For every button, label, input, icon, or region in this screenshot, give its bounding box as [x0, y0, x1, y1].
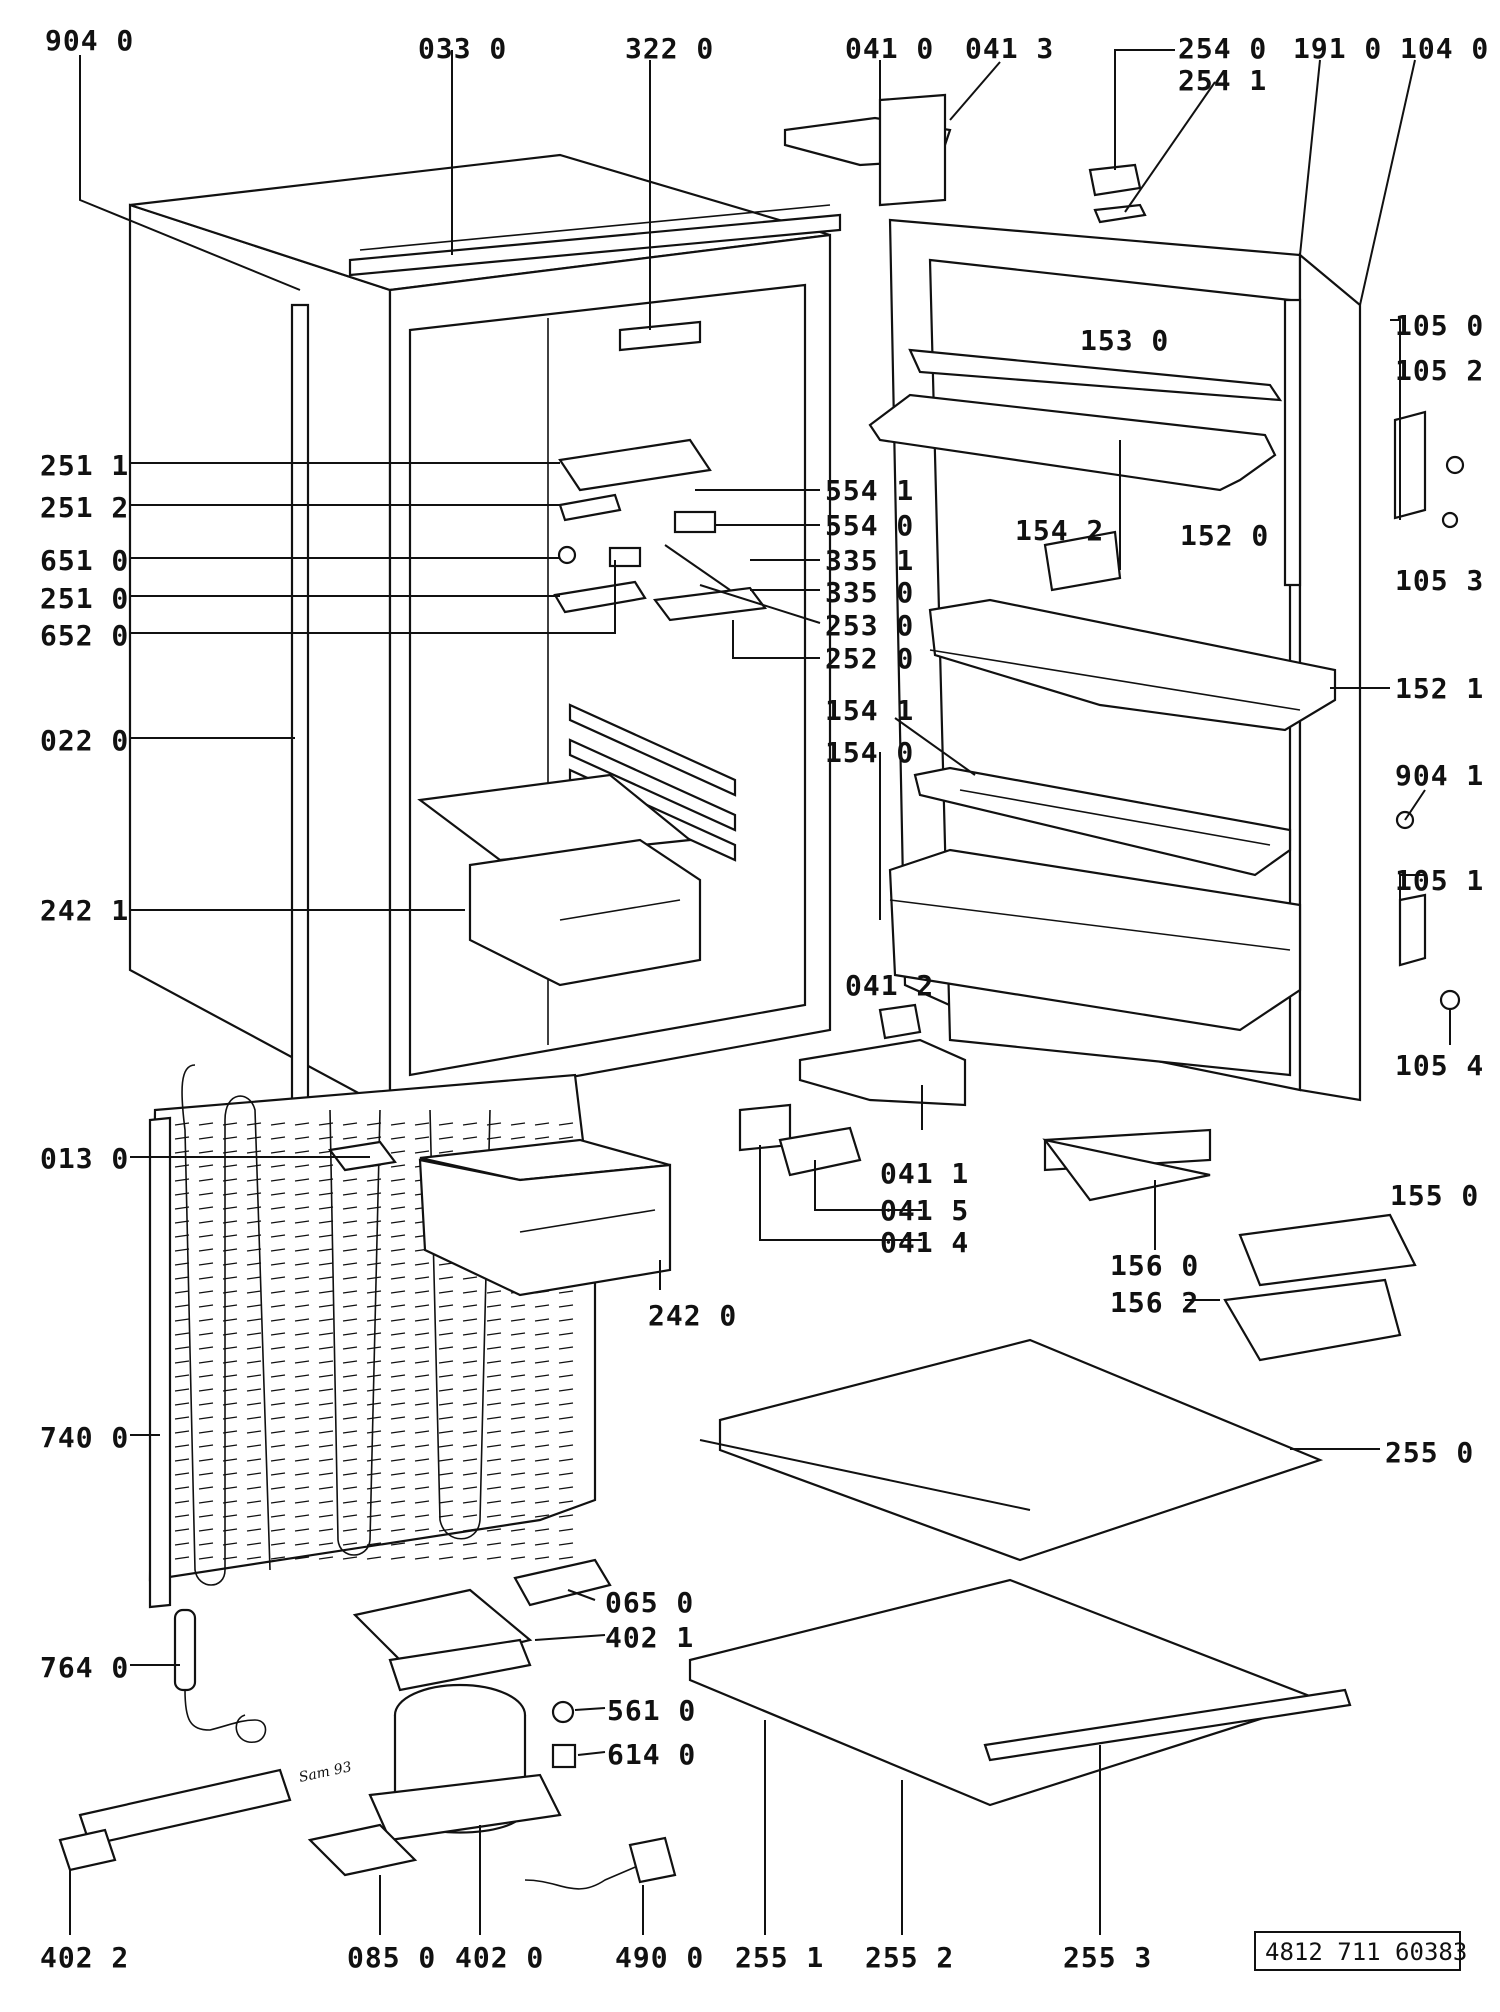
part-label: 255 3	[1063, 1941, 1152, 1974]
part-label: 105 0	[1395, 309, 1484, 342]
part-label: 152 0	[1180, 519, 1269, 552]
part-label: 104 0	[1400, 32, 1489, 65]
part-label: 152 1	[1395, 672, 1484, 705]
part-label: 085 0	[347, 1941, 436, 1974]
part-label: 554 0	[825, 509, 914, 542]
part-label: 041 0	[845, 32, 934, 65]
part-label: 251 2	[40, 491, 129, 524]
part-label: 154 0	[825, 736, 914, 769]
part-label: 402 0	[455, 1941, 544, 1974]
part-label: 105 4	[1395, 1049, 1484, 1082]
part-label: 191 0	[1293, 32, 1382, 65]
part-label: 156 2	[1110, 1286, 1199, 1319]
part-label: 041 2	[845, 969, 934, 1002]
part-label: 105 1	[1395, 864, 1484, 897]
part-label: 153 0	[1080, 324, 1169, 357]
part-label: 154 1	[825, 694, 914, 727]
part-label: 242 1	[40, 894, 129, 927]
part-label: 154 2	[1015, 514, 1104, 547]
part-label: 255 0	[1385, 1436, 1474, 1469]
part-label: 402 2	[40, 1941, 129, 1974]
part-label: 155 0	[1390, 1179, 1479, 1212]
part-label: 013 0	[40, 1142, 129, 1175]
part-labels: 904 0 033 0 322 0 041 0 041 3 254 0 254 …	[40, 24, 1489, 1974]
document-number-box: 4812 711 60383	[1254, 1931, 1467, 1971]
leader-lines	[69, 49, 1451, 1935]
part-label: 651 0	[40, 544, 129, 577]
part-label: 252 0	[825, 642, 914, 675]
condenser-assembly	[58, 1064, 677, 1890]
part-label: 251 1	[40, 449, 129, 482]
part-label: 242 0	[648, 1299, 737, 1332]
part-label: 561 0	[607, 1694, 696, 1727]
part-label: 041 4	[880, 1226, 969, 1259]
part-label: 764 0	[40, 1651, 129, 1684]
part-label: 105 3	[1395, 564, 1484, 597]
accessories	[688, 1128, 1417, 1807]
part-label: 156 0	[1110, 1249, 1199, 1282]
part-label: 614 0	[607, 1738, 696, 1771]
part-label: 041 1	[880, 1157, 969, 1190]
part-label: 251 0	[40, 582, 129, 615]
part-label: 740 0	[40, 1421, 129, 1454]
part-label: 554 1	[825, 474, 914, 507]
part-label: 255 1	[735, 1941, 824, 1974]
part-label: 041 5	[880, 1194, 969, 1227]
door-assembly	[738, 93, 1465, 1177]
part-label: 490 0	[615, 1941, 704, 1974]
part-label: 904 0	[45, 24, 134, 57]
part-label: 255 2	[865, 1941, 954, 1974]
part-label: 335 0	[825, 576, 914, 609]
part-label: 904 1	[1395, 759, 1484, 792]
part-label: 254 1	[1178, 64, 1267, 97]
part-label: 402 1	[605, 1621, 694, 1654]
part-label: 065 0	[605, 1586, 694, 1619]
part-label: 322 0	[625, 32, 714, 65]
document-number: 4812 711 60383	[1265, 1938, 1467, 1966]
part-label: 105 2	[1395, 354, 1484, 387]
part-label: 253 0	[825, 609, 914, 642]
part-label: 335 1	[825, 544, 914, 577]
part-label: 022 0	[40, 724, 129, 757]
cabinet-body	[128, 153, 842, 1132]
part-label: 254 0	[1178, 32, 1267, 65]
artist-signature: Sam 93	[298, 1759, 354, 1786]
part-label: 041 3	[965, 32, 1054, 65]
part-label: 652 0	[40, 619, 129, 652]
part-label: 033 0	[418, 32, 507, 65]
